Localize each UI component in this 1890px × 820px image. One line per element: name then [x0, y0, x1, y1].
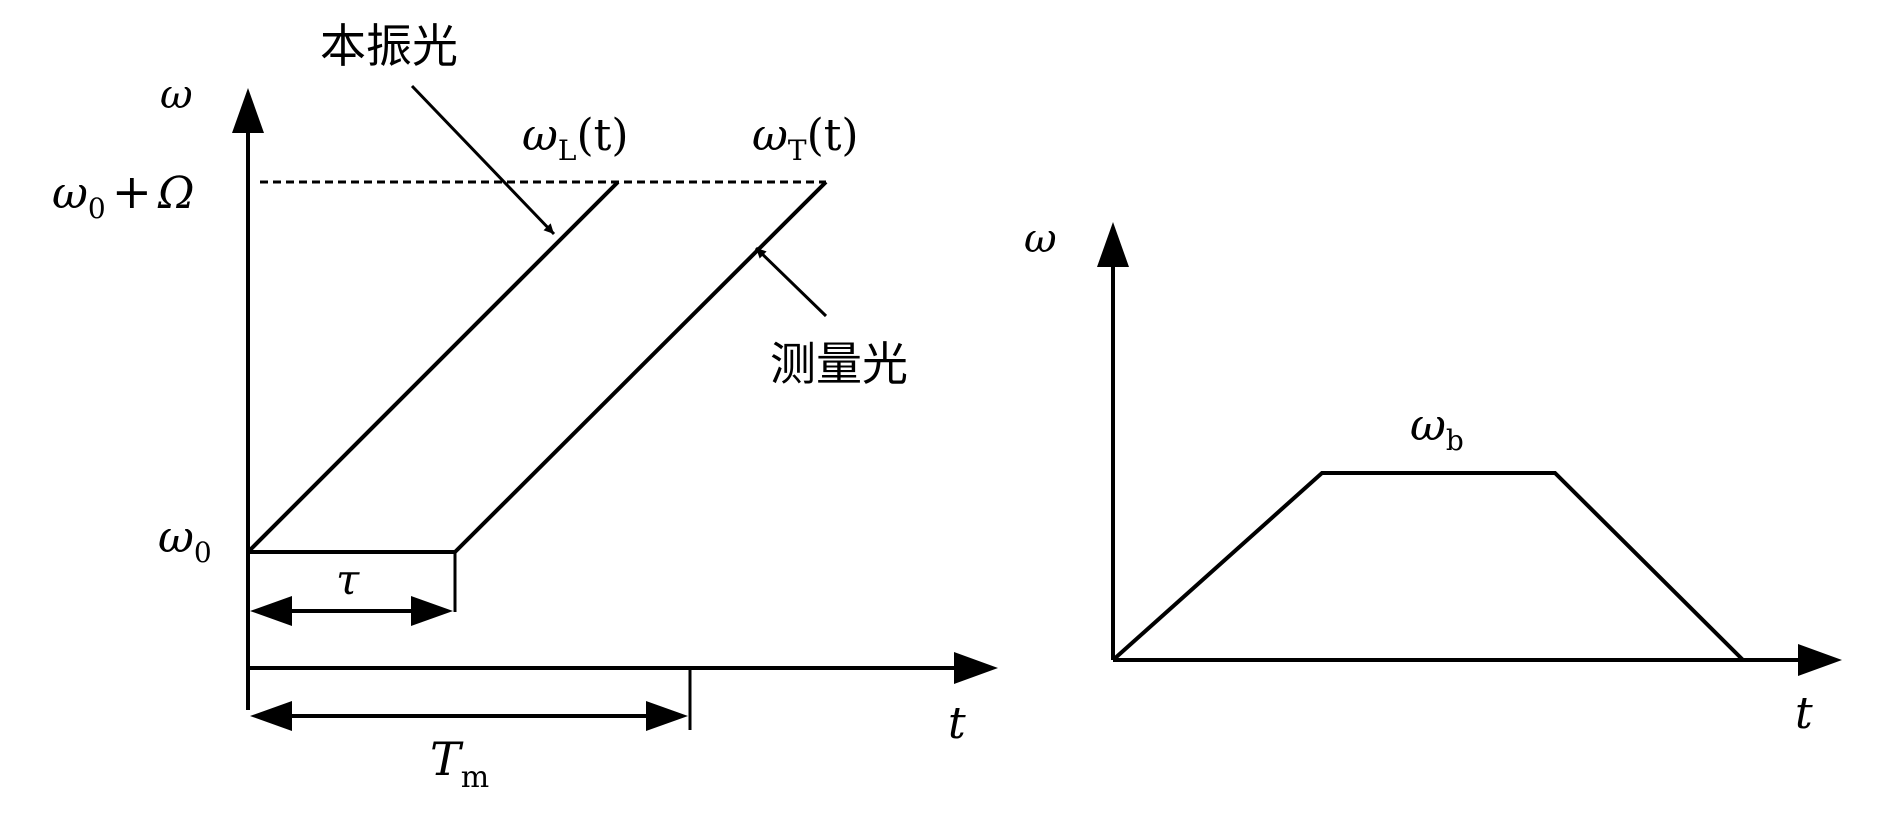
- left-x-axis-label: t: [948, 698, 966, 749]
- right-x-axis-label: t: [1795, 688, 1813, 739]
- svg-text:ωL(t): ωL(t): [522, 110, 629, 167]
- period-double-arrow: [250, 701, 688, 731]
- svg-text:Tm: Tm: [430, 732, 489, 795]
- omega-L-label: ωL(t): [522, 110, 629, 167]
- svg-text:ω0+Ω: ω0+Ω: [52, 164, 194, 225]
- omega-T-label: ωT(t): [752, 110, 859, 167]
- local-light-callout-arrow: [410, 84, 556, 236]
- left-y-axis: ω: [160, 72, 264, 710]
- omega0-label: ω0: [158, 512, 212, 569]
- test-light-callout-label: 测量光: [770, 337, 908, 391]
- right-x-axis: t: [1113, 644, 1842, 739]
- left-x-axis-arrowhead: [954, 652, 998, 684]
- local-oscillator-chirp-line: [246, 180, 620, 554]
- svg-text:ω0: ω0: [158, 512, 212, 569]
- left-y-axis-arrowhead: [232, 88, 264, 133]
- right-y-axis-arrowhead: [1097, 222, 1129, 267]
- local-light-callout-label: 本振光: [320, 19, 458, 73]
- svg-text:ωb: ωb: [1410, 400, 1464, 457]
- right-diagram: ω t ωb: [1024, 216, 1842, 739]
- test-light-callout-arrow: [754, 246, 828, 318]
- left-diagram: ω t ω0+Ω ω0: [52, 19, 998, 795]
- omega0-plus-Omega-label: ω0+Ω: [52, 164, 194, 225]
- tau-label: τ: [336, 555, 360, 604]
- right-y-axis-label: ω: [1024, 216, 1057, 262]
- period-label: Tm: [430, 732, 489, 795]
- right-x-axis-arrowhead: [1798, 644, 1842, 676]
- beat-frequency-trapezoid: [1111, 471, 1745, 662]
- test-light-chirp-line: [453, 180, 828, 554]
- omega-b-label: ωb: [1410, 400, 1464, 457]
- left-y-axis-label: ω: [160, 72, 193, 118]
- tau-double-arrow: [250, 596, 453, 626]
- left-x-axis: t: [248, 652, 998, 749]
- svg-text:ωT(t): ωT(t): [752, 110, 859, 167]
- right-y-axis: ω: [1024, 216, 1129, 660]
